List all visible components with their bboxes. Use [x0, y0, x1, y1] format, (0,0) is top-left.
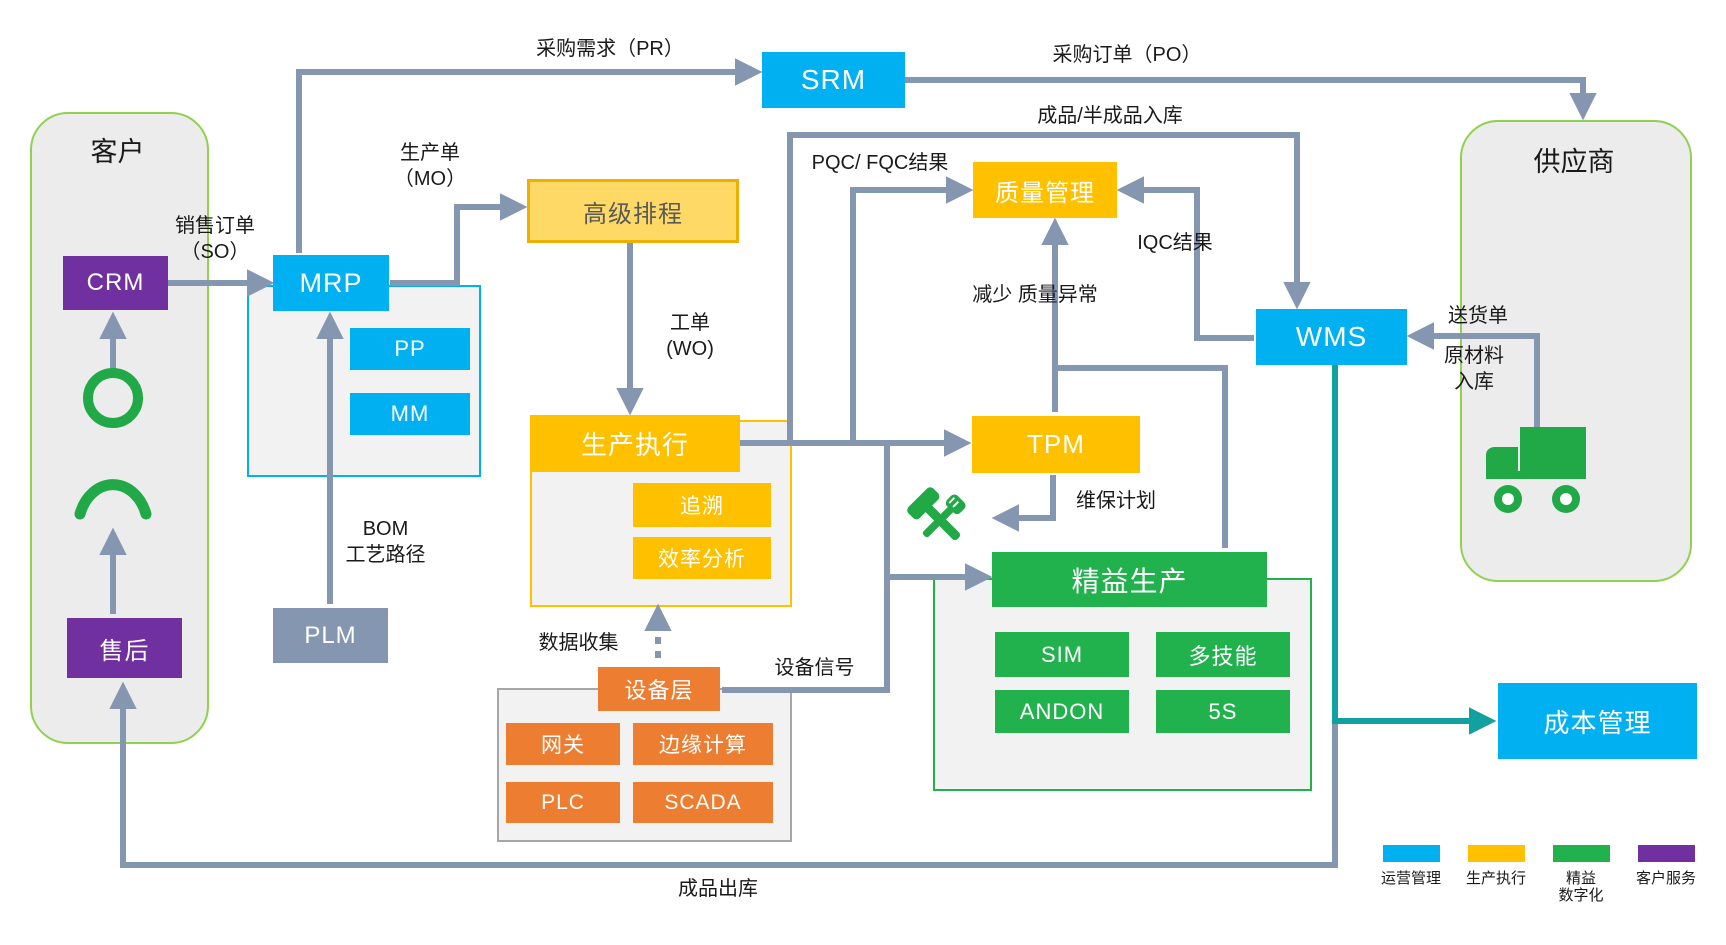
line-lean-to-qms-branch — [1058, 365, 1228, 548]
device-layer-box[interactable]: 设备层 — [598, 667, 720, 711]
legend-item-operations: 运营管理 — [1376, 845, 1446, 905]
aftersales-box[interactable]: 售后 — [67, 618, 182, 678]
gateway-box[interactable]: 网关 — [506, 723, 620, 765]
legend-swatch-lean-digital — [1552, 845, 1610, 862]
plm-box[interactable]: PLM — [273, 608, 388, 663]
legend-label-operations: 运营管理 — [1380, 870, 1441, 887]
arrow-mrp-to-srm-pr — [296, 58, 763, 253]
arrow-srm-to-supplier-po — [905, 77, 1597, 121]
supplier-group-label: 供应商 — [1533, 147, 1615, 177]
maintenance-tools-icon — [903, 483, 977, 557]
efficiency-box[interactable]: 效率分析 — [633, 537, 771, 579]
edge-label-data-collect: 数据收集 — [538, 632, 619, 654]
edge-label-pqc-fqc: PQC/ FQC结果 — [811, 152, 949, 174]
legend-label-customer-service: 客户服务 — [1635, 870, 1696, 887]
edge-label-purchase-request: 采购需求（PR） — [536, 38, 684, 60]
arrow-truck-to-wms-delivery — [1406, 322, 1540, 428]
line-device-signal — [722, 441, 890, 693]
wms-box[interactable]: WMS — [1256, 309, 1407, 365]
person-icon — [73, 368, 153, 520]
edge-label-finished-out: 成品出库 — [678, 878, 758, 900]
legend-item-lean-digital: 精益 数字化 — [1546, 845, 1616, 905]
edge-label-device-signal: 设备信号 — [774, 657, 855, 679]
edge-label-warehouse-in: 成品/半成品入库 — [1037, 105, 1183, 127]
lean-box[interactable]: 精益生产 — [992, 552, 1267, 607]
edge-label-manufacture-order: 生产单 （MO） — [393, 142, 467, 190]
5s-box[interactable]: 5S — [1156, 690, 1290, 733]
arrow-wms-to-qms-iqc — [1116, 176, 1254, 341]
edge-label-bom-routing: BOM 工艺路径 — [345, 518, 426, 566]
scada-box[interactable]: SCADA — [633, 782, 773, 823]
edge-label-delivery-note: 送货单 — [1448, 305, 1508, 327]
legend-label-production: 生产执行 — [1465, 870, 1526, 887]
sim-box[interactable]: SIM — [995, 632, 1129, 677]
cost-box[interactable]: 成本管理 — [1498, 683, 1697, 759]
edge-label-iqc: IQC结果 — [1137, 232, 1213, 254]
delivery-truck-icon — [1482, 425, 1590, 520]
srm-box[interactable]: SRM — [762, 52, 905, 108]
pp-box[interactable]: PP — [350, 328, 470, 370]
arrow-mrp-to-aps-mo — [390, 193, 528, 286]
mes-box[interactable]: 生产执行 — [530, 415, 740, 472]
legend-item-customer-service: 客户服务 — [1631, 845, 1701, 905]
mrp-subsystem-container — [247, 285, 481, 477]
mrp-box[interactable]: MRP — [273, 255, 389, 311]
legend-label-lean-digital: 精益 数字化 — [1558, 870, 1604, 905]
arrow-wms-to-aftersales-outbound — [109, 681, 1338, 868]
arrow-mes-to-wms-warehouse-in — [787, 132, 1311, 443]
trace-box[interactable]: 追溯 — [633, 483, 771, 527]
aps-box[interactable]: 高级排程 — [527, 179, 739, 243]
edge-label-work-order: 工单 (WO) — [666, 312, 714, 360]
legend-item-production: 生产执行 — [1461, 845, 1531, 905]
arrow-wms-to-cost — [1332, 365, 1497, 735]
andon-box[interactable]: ANDON — [995, 690, 1129, 733]
edge-label-raw-material-in: 原材料 入库 — [1444, 345, 1504, 393]
legend-swatch-operations — [1382, 845, 1440, 862]
legend-swatch-production — [1467, 845, 1525, 862]
edge-label-sales-order: 销售订单 （SO） — [175, 215, 255, 263]
arrow-mes-to-qms-pqc — [850, 176, 974, 443]
mm-box[interactable]: MM — [350, 393, 470, 435]
edge-computing-box[interactable]: 边缘计算 — [633, 723, 773, 765]
crm-box[interactable]: CRM — [63, 256, 168, 310]
legend: 运营管理 生产执行 精益 数字化 客户服务 — [1376, 845, 1701, 905]
customer-group-label: 客户 — [90, 137, 145, 167]
arrow-tpm-to-tools-maintenance — [991, 475, 1056, 532]
qms-box[interactable]: 质量管理 — [973, 162, 1117, 218]
edge-label-maintenance-plan: 维保计划 — [1076, 490, 1156, 512]
multi-skill-box[interactable]: 多技能 — [1156, 632, 1290, 677]
edge-label-purchase-order: 采购订单（PO） — [1052, 44, 1202, 66]
tpm-box[interactable]: TPM — [972, 416, 1140, 473]
lean-subsystem-container — [933, 578, 1312, 791]
legend-swatch-customer-service — [1637, 845, 1695, 862]
edge-label-reduce-quality: 减少 质量异常 — [972, 284, 1098, 306]
plc-box[interactable]: PLC — [506, 782, 620, 823]
